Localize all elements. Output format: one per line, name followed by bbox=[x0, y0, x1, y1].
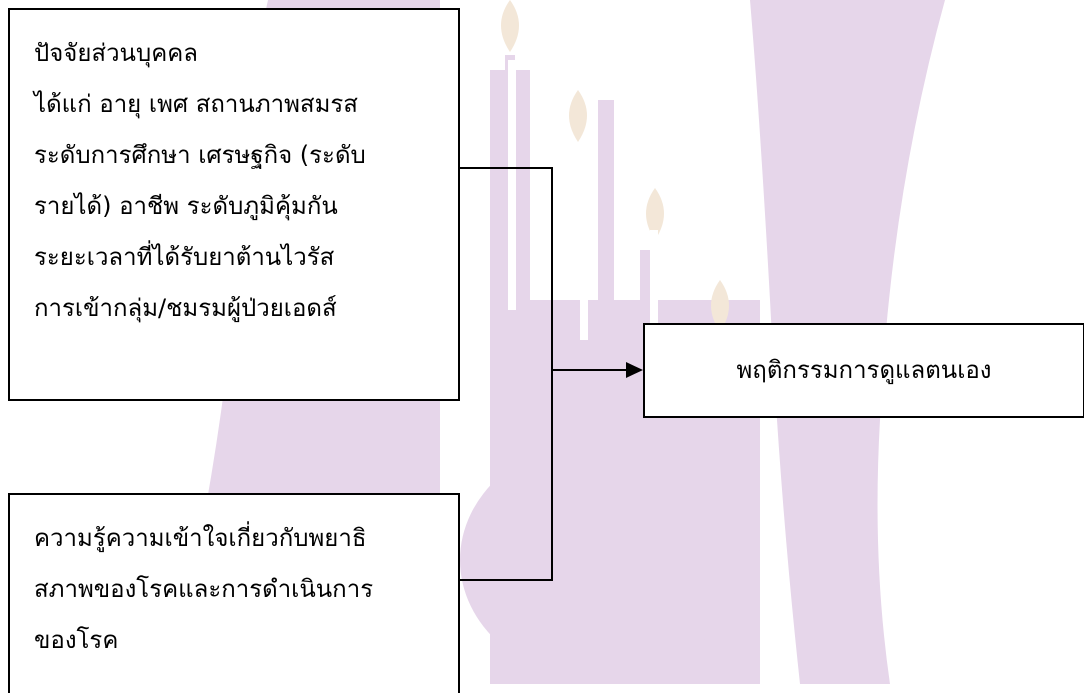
arrowhead bbox=[626, 362, 643, 378]
personal-factors-line: ได้แก่ อายุ เพศ สถานภาพสมรส bbox=[34, 90, 358, 118]
knowledge-line: ความรู้ความเข้าใจเกี่ยวกับพยาธิ bbox=[34, 524, 367, 552]
personal-factors-line: ระยะเวลาที่ได้รับยาต้านไวรัส bbox=[34, 243, 335, 271]
knowledge-box: ความรู้ความเข้าใจเกี่ยวกับพยาธิ สภาพของโ… bbox=[8, 493, 460, 693]
connector-knowledge bbox=[460, 370, 553, 581]
self-care-behavior-label: พฤติกรรมการดูแลตนเอง bbox=[736, 356, 992, 384]
personal-factors-line: รายได้) อาชีพ ระดับภูมิคุ้มกัน bbox=[34, 192, 338, 220]
knowledge-line: สภาพของโรคและการดำเนินการ bbox=[34, 575, 374, 603]
personal-factors-line: ระดับการศึกษา เศรษฐกิจ (ระดับ bbox=[34, 141, 366, 169]
connector-personal bbox=[460, 167, 553, 370]
personal-factors-line: ปัจจัยส่วนบุคคล bbox=[34, 39, 199, 67]
personal-factors-line: การเข้ากลุ่ม/ชมรมผู้ป่วยเอดส์ bbox=[34, 294, 337, 322]
knowledge-line: ของโรค bbox=[34, 626, 119, 654]
personal-factors-box: ปัจจัยส่วนบุคคล ได้แก่ อายุ เพศ สถานภาพส… bbox=[8, 8, 460, 401]
self-care-behavior-box: พฤติกรรมการดูแลตนเอง bbox=[643, 323, 1084, 418]
